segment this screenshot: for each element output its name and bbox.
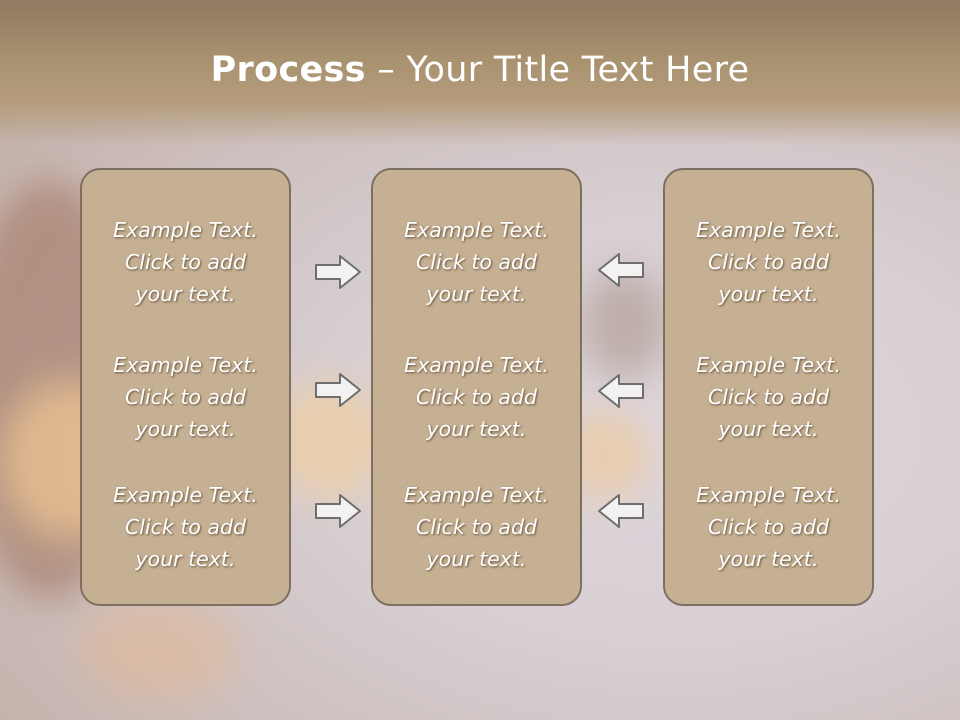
text-line: Example Text. [113, 218, 258, 242]
text-line: Example Text. [113, 483, 258, 507]
left-arrow-icon[interactable] [597, 372, 645, 410]
text-placeholder[interactable]: Example Text. Click to add your text. [373, 214, 580, 310]
panel-center[interactable]: Example Text. Click to add your text. Ex… [371, 168, 582, 606]
text-line: your text. [135, 547, 236, 571]
left-arrow-icon[interactable] [597, 251, 645, 289]
text-line: Example Text. [404, 483, 549, 507]
text-line: Click to add [707, 515, 830, 539]
title-bold: Process [210, 50, 366, 90]
text-placeholder[interactable]: Example Text. Click to add your text. [373, 349, 580, 445]
right-arrow-icon[interactable] [314, 492, 362, 530]
text-placeholder[interactable]: Example Text. Click to add your text. [82, 349, 289, 445]
text-line: Example Text. [404, 353, 549, 377]
panel-left[interactable]: Example Text. Click to add your text. Ex… [80, 168, 291, 606]
text-placeholder[interactable]: Example Text. Click to add your text. [82, 479, 289, 575]
text-placeholder[interactable]: Example Text. Click to add your text. [665, 214, 872, 310]
text-line: Example Text. [696, 218, 841, 242]
text-line: Click to add [415, 385, 538, 409]
text-line: Example Text. [696, 353, 841, 377]
panel-right[interactable]: Example Text. Click to add your text. Ex… [663, 168, 874, 606]
left-arrow-icon[interactable] [597, 492, 645, 530]
text-line: Click to add [124, 250, 247, 274]
title-bar [0, 0, 960, 145]
blossom-shape [80, 600, 240, 700]
text-line: Click to add [415, 250, 538, 274]
text-line: your text. [718, 282, 819, 306]
slide-title[interactable]: Process – Your Title Text Here [0, 50, 960, 90]
text-placeholder[interactable]: Example Text. Click to add your text. [665, 479, 872, 575]
text-line: Example Text. [113, 353, 258, 377]
text-placeholder[interactable]: Example Text. Click to add your text. [82, 214, 289, 310]
title-rest: – Your Title Text Here [365, 50, 750, 90]
text-line: your text. [426, 417, 527, 441]
text-line: your text. [135, 417, 236, 441]
text-line: Example Text. [696, 483, 841, 507]
right-arrow-icon[interactable] [314, 253, 362, 291]
text-line: Click to add [415, 515, 538, 539]
text-line: your text. [426, 282, 527, 306]
text-line: your text. [426, 547, 527, 571]
text-line: your text. [718, 417, 819, 441]
text-placeholder[interactable]: Example Text. Click to add your text. [665, 349, 872, 445]
text-line: your text. [135, 282, 236, 306]
text-line: Click to add [124, 385, 247, 409]
text-placeholder[interactable]: Example Text. Click to add your text. [373, 479, 580, 575]
text-line: Click to add [707, 250, 830, 274]
text-line: your text. [718, 547, 819, 571]
text-line: Click to add [707, 385, 830, 409]
text-line: Click to add [124, 515, 247, 539]
text-line: Example Text. [404, 218, 549, 242]
butterfly-shape [580, 270, 670, 380]
right-arrow-icon[interactable] [314, 371, 362, 409]
